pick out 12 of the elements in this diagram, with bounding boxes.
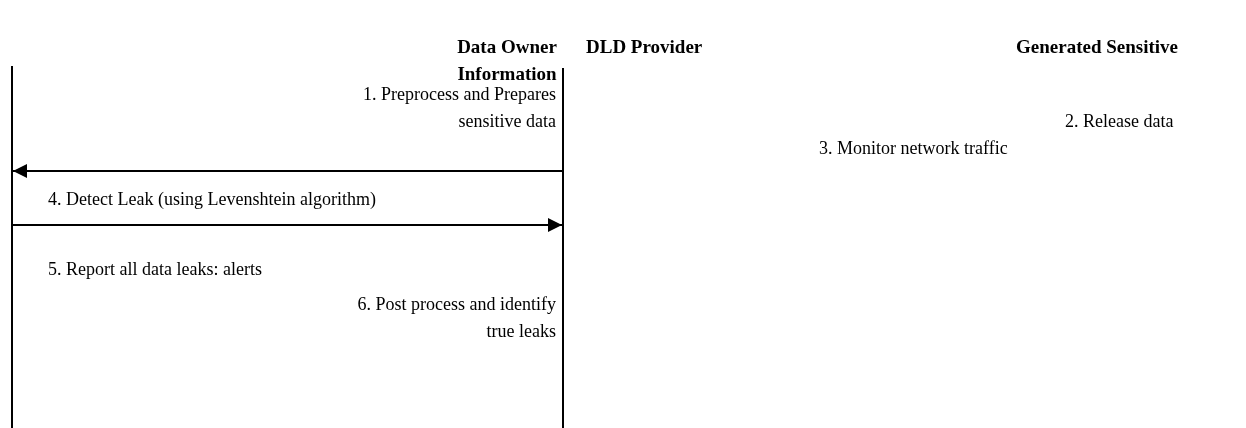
arrow <box>12 164 563 178</box>
lifeline-heading: DLD Provider <box>586 35 703 59</box>
step-label: 3. Monitor network traffic <box>819 137 1008 160</box>
lifeline-heading: Data Owner Information <box>456 35 558 86</box>
lifeline-bar <box>562 68 564 428</box>
lifeline-heading: Generated Sensitive <box>1016 35 1178 59</box>
step-label: 6. Post process and identify true leaks <box>356 293 556 343</box>
step-label: 2. Release data <box>1065 110 1174 133</box>
step-label: 1. Preprocess and Prepares sensitive data <box>362 83 556 133</box>
lifeline-bar <box>11 66 13 428</box>
arrow <box>12 218 563 232</box>
step-label: 5. Report all data leaks: alerts <box>48 258 262 281</box>
